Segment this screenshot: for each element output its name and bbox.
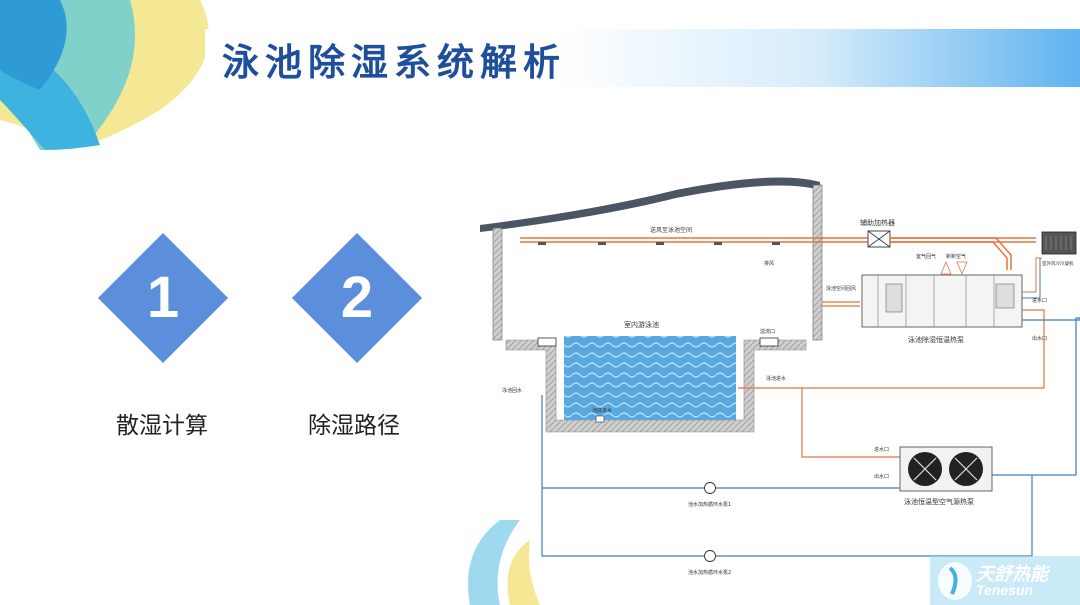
air-source-label: 泳池恒温型空气源热泵	[904, 497, 974, 506]
item-1-badge[interactable]: 1	[97, 232, 229, 364]
overflow-label: 溢流口	[760, 328, 775, 335]
pump-1	[704, 482, 716, 494]
outdoor-unit-label: 室外风冷冷凝机	[1042, 260, 1074, 267]
pump-1-label: 池水加热循环水泵1	[688, 501, 731, 508]
roof	[480, 177, 820, 232]
page-title: 泳池除湿系统解析	[222, 41, 566, 84]
pool-basin	[505, 339, 807, 433]
pool-drain-label: 池底进水	[592, 407, 612, 414]
air-source-inlet-label: 进水口	[874, 446, 889, 453]
supply-air-label: 送风至泳池空间	[650, 226, 692, 234]
pool-label: 室内游泳池	[624, 320, 659, 329]
skimmer-left	[537, 337, 557, 347]
company-logo	[930, 556, 1080, 605]
pool-water	[564, 336, 736, 420]
corner-decoration	[0, 0, 209, 150]
skimmer-right	[759, 337, 779, 347]
pump-2-label: 池水加热循环水泵2	[688, 569, 731, 576]
outdoor-condenser	[1041, 231, 1077, 255]
unit-water-inlet-label: 进水口	[1032, 297, 1047, 304]
exhaust-label: 排风	[764, 260, 774, 267]
item-2-label[interactable]: 除湿路径	[308, 413, 400, 439]
pool-supply-label: 泳池进水	[766, 375, 786, 382]
return-air-label: 泳池空间回风	[826, 285, 856, 292]
logo-en-text: Tenesun	[976, 582, 1034, 598]
fresh-air-label: 新新空气	[946, 253, 966, 260]
left-wall	[492, 227, 503, 341]
pool-drain	[595, 415, 605, 423]
item-2-number: 2	[340, 265, 374, 330]
dehumidifier-label: 泳池除湿恒温热泵	[908, 335, 964, 344]
bottom-decoration	[468, 520, 540, 605]
item-1-label[interactable]: 散湿计算	[116, 413, 208, 439]
right-wall	[812, 184, 823, 341]
mixed-air-label: 室气回气	[916, 253, 936, 260]
air-source-outlet-label: 出水口	[874, 473, 889, 480]
item-2-badge[interactable]: 2	[291, 232, 423, 364]
pump-2	[704, 550, 716, 562]
logo-cn-text: 天舒热能	[976, 564, 1048, 585]
item-1-number: 1	[146, 265, 180, 330]
pool-return-label: 泳池回水	[502, 387, 522, 394]
title-banner	[205, 29, 1080, 87]
pool-dehumidification-diagram: 送风至泳池空间 辅助加热器 排风 室内游泳池 泳池空间回风 室气回气 新新空气 …	[480, 177, 1080, 576]
aux-heater-label: 辅助加热器	[860, 218, 895, 227]
unit-water-outlet-label: 出水口	[1032, 335, 1047, 342]
